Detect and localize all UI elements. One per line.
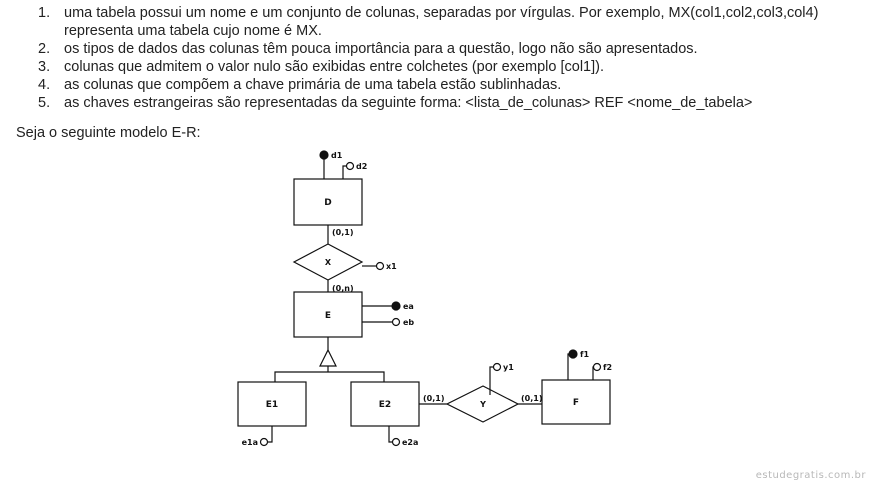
attribute-y1-circle: [492, 362, 502, 372]
rules-list: 1. uma tabela possui um nome e um conjunt…: [0, 4, 860, 112]
entity-f: [541, 379, 611, 425]
rules-list-item: 2. os tipos de dados das colunas têm pouc…: [0, 40, 860, 58]
list-number: 5.: [38, 95, 51, 111]
entity-d-label: D: [324, 198, 331, 208]
entity-e1-label: E1: [266, 400, 278, 410]
attribute-y1-label: y1: [503, 363, 514, 372]
cardinality-e-x: (0,n): [332, 284, 354, 293]
attribute-e2a-label: e2a: [402, 438, 418, 447]
attribute-e1a-circle: [259, 437, 269, 447]
attribute-eb-circle: [391, 317, 401, 327]
footer-watermark: estudegratis.com.br: [755, 470, 866, 481]
rules-list-item: 3. colunas que admitem o valor nulo são e…: [0, 58, 860, 76]
attribute-e2a-circle: [391, 437, 401, 447]
attribute-eb-label: eb: [403, 318, 414, 327]
relationship-x-label: X: [325, 258, 332, 267]
entity-f-label: F: [573, 398, 579, 408]
rules-list-item: 1. uma tabela possui um nome e um conjunt…: [0, 4, 860, 40]
cardinality-d-x: (0,1): [332, 228, 353, 237]
attribute-e1a-label: e1a: [242, 438, 258, 447]
list-number: 3.: [38, 59, 51, 75]
attribute-d1-filled-circle: [319, 150, 329, 160]
list-number: 2.: [38, 41, 51, 57]
intro-text: Seja o seguinte modelo E-R:: [16, 125, 201, 141]
entity-e-label: E: [325, 311, 331, 321]
attribute-d2-label: d2: [356, 162, 367, 171]
entity-e2-label: E2: [379, 400, 391, 410]
attribute-x1-label: x1: [386, 262, 397, 271]
attribute-ea-label: ea: [403, 302, 414, 311]
attribute-f2-circle: [592, 362, 602, 372]
attribute-d2-circle: [345, 161, 355, 171]
generalization-triangle: [319, 348, 337, 367]
cardinality-f-y: (0,1): [521, 394, 542, 403]
attribute-f1-label: f1: [580, 350, 589, 359]
list-text: as chaves estrangeiras são representadas…: [64, 95, 753, 111]
list-number: 1.: [38, 5, 51, 21]
rules-list-item: 5. as chaves estrangeiras são representad…: [0, 94, 860, 112]
attribute-f2-label: f2: [603, 363, 612, 372]
relationship-y: [445, 385, 520, 423]
cardinality-e2-y: (0,1): [423, 394, 444, 403]
attribute-x1-circle: [375, 261, 385, 271]
attribute-d1-label: d1: [331, 151, 343, 160]
rules-list-item: 4. as colunas que compõem a chave primári…: [0, 76, 860, 94]
list-text: as colunas que compõem a chave primária …: [64, 77, 562, 93]
list-text: os tipos de dados das colunas têm pouca …: [64, 41, 698, 57]
relationship-y-label: Y: [479, 400, 486, 409]
list-number: 4.: [38, 77, 51, 93]
list-text: uma tabela possui um nome e um conjunto …: [64, 5, 819, 39]
attribute-ea-filled-circle: [391, 301, 401, 311]
list-text: colunas que admitem o valor nulo são exi…: [64, 59, 605, 75]
attribute-f1-filled-circle: [568, 349, 578, 359]
